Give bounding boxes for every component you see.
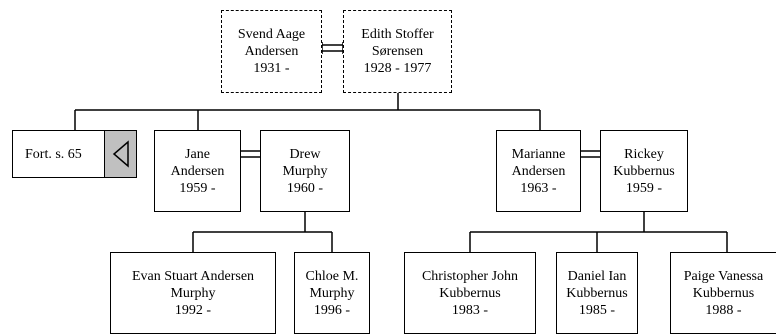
person-surname: Murphy: [282, 163, 328, 179]
person-name: Drew: [289, 146, 321, 162]
person-years: 1959 -: [625, 180, 663, 196]
person-years: 1996 -: [313, 302, 351, 318]
person-name: Svend Aage: [237, 27, 306, 42]
person-evan-stuart-andersen-murphy[interactable]: Evan Stuart Andersen Murphy 1992 -: [110, 252, 276, 334]
person-surname: Kubbernus: [566, 285, 628, 301]
person-name: Edith Stoffer: [361, 27, 434, 42]
person-years: 1988 -: [705, 302, 742, 318]
person-name: Daniel Ian: [567, 268, 627, 284]
triangle-left-arrow-icon[interactable]: [104, 131, 136, 177]
person-years: 1928 - 1977: [363, 61, 432, 76]
person-drew-murphy[interactable]: Drew Murphy 1960 -: [260, 130, 350, 212]
person-surname: Kubbernus: [692, 285, 755, 301]
continue-label: Fort. s. 65: [25, 146, 82, 162]
person-name: Evan Stuart Andersen: [131, 268, 255, 284]
person-surname: Kubbernus: [613, 163, 675, 179]
person-surname: Sørensen: [371, 44, 424, 59]
person-years: 1960 -: [286, 180, 324, 196]
person-surname: Murphy: [309, 285, 355, 301]
person-years: 1992 -: [174, 302, 212, 318]
person-surname: Kubbernus: [439, 285, 501, 301]
person-years: 1985 -: [578, 302, 616, 318]
person-rickey-kubbernus[interactable]: Rickey Kubbernus 1959 -: [600, 130, 688, 212]
person-paige-vanessa-kubbernus[interactable]: Paige Vanessa Kubbernus 1988 -: [670, 252, 776, 334]
person-name: Paige Vanessa: [683, 268, 764, 284]
person-daniel-ian-kubbernus[interactable]: Daniel Ian Kubbernus 1985 -: [556, 252, 638, 334]
person-name: Rickey: [624, 146, 664, 162]
person-mother[interactable]: Edith Stoffer Sørensen 1928 - 1977: [343, 10, 452, 93]
person-marianne-andersen[interactable]: Marianne Andersen 1963 -: [496, 130, 581, 212]
person-surname: Andersen: [170, 163, 225, 179]
person-years: 1983 -: [451, 302, 489, 318]
person-father[interactable]: Svend Aage Andersen 1931 -: [221, 10, 322, 93]
person-years: 1931 -: [253, 61, 290, 76]
person-surname: Murphy: [170, 285, 216, 301]
person-years: 1959 -: [179, 180, 216, 196]
person-years: 1963 -: [520, 180, 557, 196]
person-surname: Andersen: [511, 163, 566, 179]
person-christopher-john-kubbernus[interactable]: Christopher John Kubbernus 1983 -: [404, 252, 536, 334]
person-name: Marianne: [511, 146, 566, 162]
continue-link[interactable]: Fort. s. 65: [12, 130, 137, 178]
person-name: Christopher John: [421, 268, 519, 284]
person-chloe-murphy[interactable]: Chloe M. Murphy 1996 -: [294, 252, 370, 334]
person-surname: Andersen: [244, 44, 299, 59]
person-jane-andersen[interactable]: Jane Andersen 1959 -: [154, 130, 241, 212]
person-name: Jane: [185, 146, 210, 162]
person-name: Chloe M.: [305, 268, 359, 284]
